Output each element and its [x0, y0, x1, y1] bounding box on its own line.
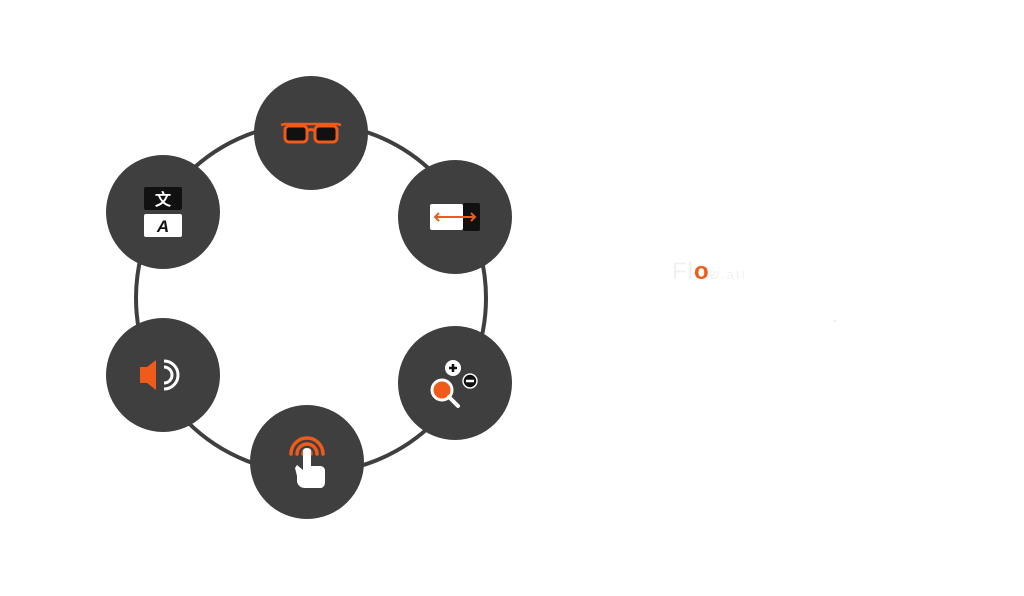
node-touch[interactable] — [250, 405, 364, 519]
touch-gesture-icon — [283, 432, 331, 492]
logo-prefix: Fl — [672, 258, 694, 285]
logo-accent: o — [694, 258, 710, 285]
brand-logo: Floש.aוו — [672, 258, 747, 286]
zoom-in-out-icon — [428, 357, 482, 409]
node-screen-width[interactable] — [398, 160, 512, 274]
node-zoom[interactable] — [398, 326, 512, 440]
node-glasses[interactable] — [254, 76, 368, 190]
decorative-mark — [833, 320, 836, 322]
translate-icon: 文 A — [143, 186, 183, 238]
screen-width-icon — [429, 202, 481, 232]
translate-glyph-top: 文 — [155, 190, 172, 209]
node-audio[interactable] — [106, 318, 220, 432]
eyeglasses-icon — [280, 121, 342, 145]
node-translate[interactable]: 文 A — [106, 155, 220, 269]
audio-volume-icon — [138, 357, 188, 393]
translate-glyph-bottom: A — [156, 217, 169, 236]
logo-suffix: ש.aוו — [709, 267, 747, 282]
